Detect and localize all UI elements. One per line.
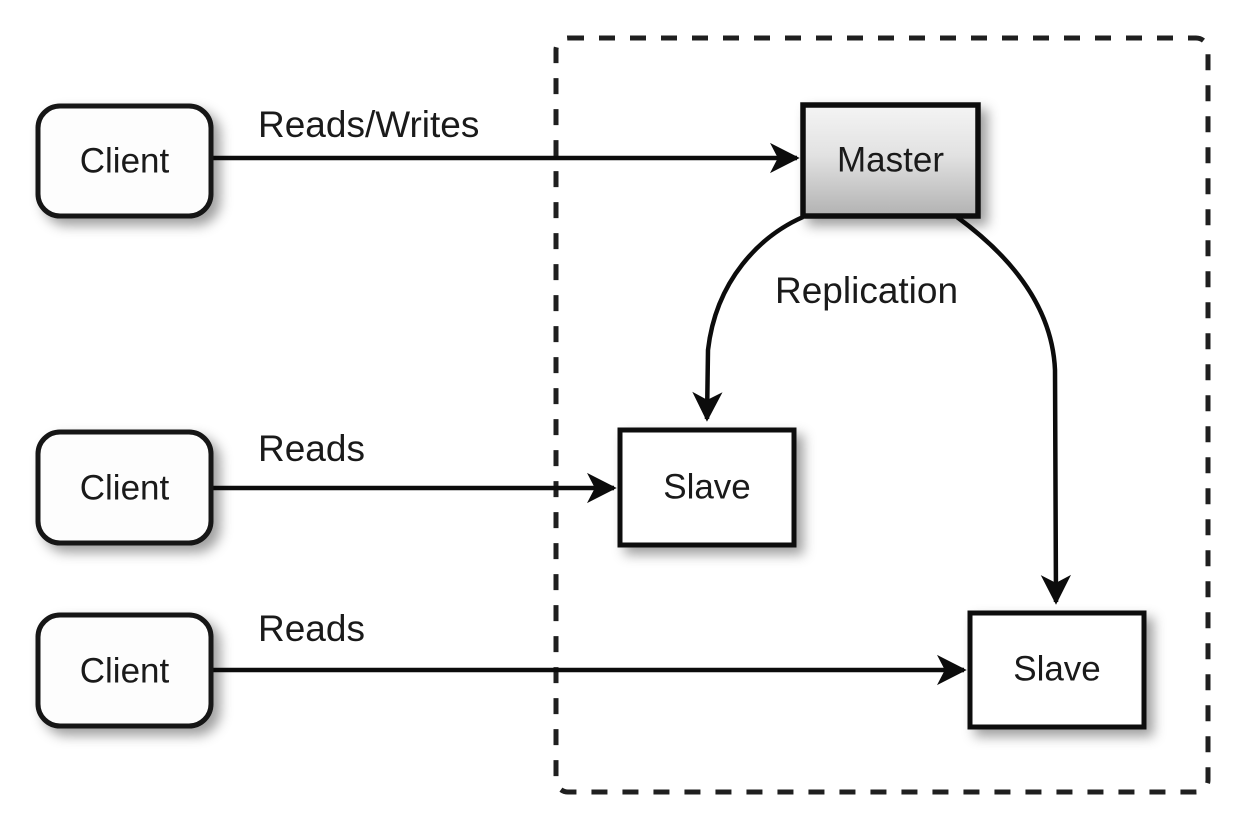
client-3-label: Client [80,651,170,690]
connector-master-slave1 [692,214,804,422]
node-client-1[interactable]: Client [35,103,214,219]
master-label: Master [837,140,944,179]
edge-label-replication: Replication [775,270,958,311]
edge-label-reads-slave1: Reads [258,428,365,469]
client-1-label: Client [80,141,170,180]
database-cluster-boundary [553,35,1211,795]
master-shape[interactable] [800,102,981,219]
node-slave-1[interactable]: Slave [617,427,797,548]
client-2-label: Client [80,468,170,507]
slave-2-label: Slave [1013,649,1101,688]
slave-2-shape[interactable] [967,610,1147,730]
client-3-shape[interactable] [35,612,214,729]
connector-master-slave2 [955,215,1072,605]
edge-label-reads-slave2: Reads [258,608,365,649]
node-client-2[interactable]: Client [35,429,214,546]
node-master[interactable]: Master [800,102,981,219]
edge-label-reads-writes: Reads/Writes [258,104,479,145]
client-2-shape[interactable] [35,429,214,546]
client-1-shape[interactable] [35,103,214,219]
node-client-3[interactable]: Client [35,612,214,729]
slave-1-shape[interactable] [617,427,797,548]
slave-1-label: Slave [663,467,751,506]
node-slave-2[interactable]: Slave [967,610,1147,730]
